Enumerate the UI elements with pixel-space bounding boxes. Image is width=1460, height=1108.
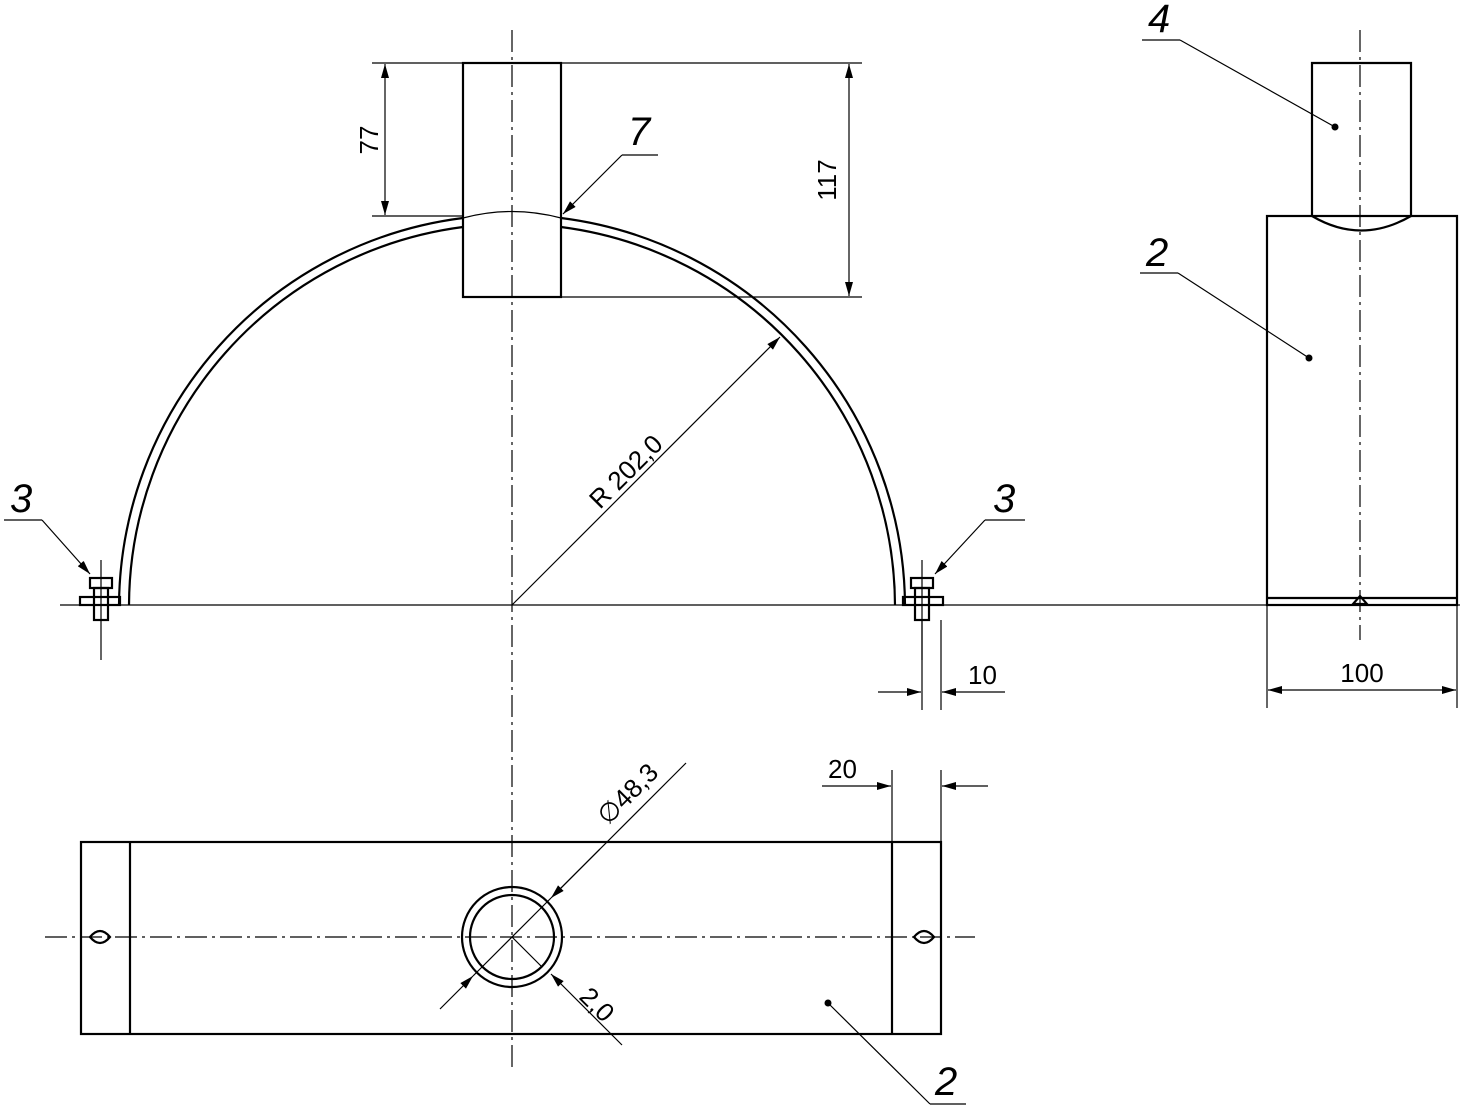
dim-radius: R 202,0 xyxy=(511,336,781,606)
arch-outer-right xyxy=(560,216,907,606)
side-pipe-saddle xyxy=(1311,215,1412,232)
side-view: 100 4 2 xyxy=(1140,0,1459,708)
left-hole xyxy=(88,929,112,945)
right-hole xyxy=(912,929,936,945)
callout-2-side-label: 2 xyxy=(1145,231,1168,275)
dim-radius-label: R 202,0 xyxy=(583,429,669,515)
callout-4: 4 xyxy=(1142,0,1336,128)
arch-outer xyxy=(117,216,464,606)
dim-117: 117 xyxy=(561,62,862,298)
pipe-outer-circle xyxy=(460,885,564,989)
callout-3-right-label: 3 xyxy=(993,477,1015,521)
right-bolt xyxy=(901,560,945,660)
dim-thickness: 2,0 xyxy=(511,936,623,1046)
pipe-rectangle xyxy=(461,61,563,299)
callout-7-label: 7 xyxy=(628,110,652,154)
arch-inner-right xyxy=(560,225,897,606)
dim-77-label: 77 xyxy=(354,126,384,155)
callout-3-left-label: 3 xyxy=(10,477,32,521)
callout-7: 7 xyxy=(562,110,658,215)
callout-4-label: 4 xyxy=(1148,0,1170,41)
pipe-inner-circle xyxy=(468,893,556,981)
top-view: ∅48,3 2,0 20 2 xyxy=(45,754,988,1105)
top-plate xyxy=(79,840,943,1036)
dim-10-label: 10 xyxy=(968,660,997,690)
dim-100-label: 100 xyxy=(1340,658,1383,688)
callout-3-left: 3 xyxy=(4,477,91,575)
callout-2-bottom: 2 xyxy=(824,999,966,1105)
callout-3-right: 3 xyxy=(934,477,1025,575)
dim-20: 20 xyxy=(822,754,988,842)
callout-2-bottom-label: 2 xyxy=(934,1060,957,1104)
dim-diameter-label: ∅48,3 xyxy=(591,757,664,830)
dim-100: 100 xyxy=(1266,605,1458,708)
dim-thickness-label: 2,0 xyxy=(574,981,621,1028)
pipe-intersection-curve xyxy=(462,210,562,219)
left-bolt xyxy=(78,560,122,660)
dim-77: 77 xyxy=(354,62,463,217)
front-view: 77 117 R 202,0 10 7 xyxy=(4,30,1460,1070)
side-body xyxy=(1265,214,1459,607)
callout-2-side: 2 xyxy=(1140,231,1310,359)
arch-inner xyxy=(127,225,464,606)
dim-10: 10 xyxy=(878,620,1005,710)
dim-20-label: 20 xyxy=(828,754,857,784)
side-pipe xyxy=(1310,61,1413,216)
dim-117-label: 117 xyxy=(812,159,842,200)
